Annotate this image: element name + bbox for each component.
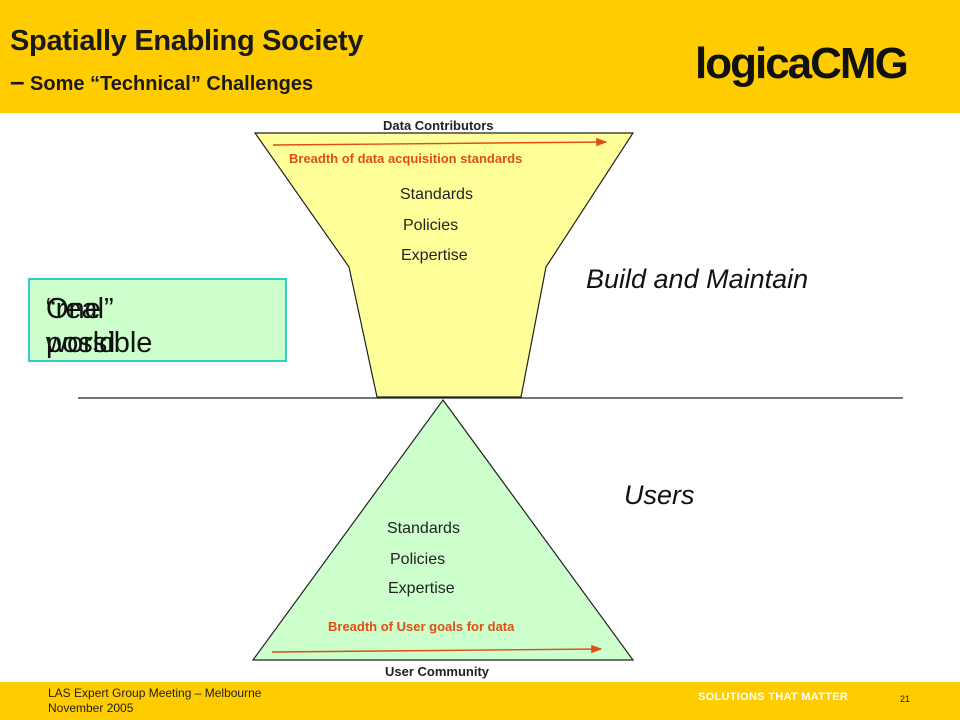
funnel-expertise: Expertise [401, 247, 468, 264]
logo-text: logicaCMG [695, 39, 907, 88]
note-line-2: “real” world [46, 293, 116, 359]
user-goals-arrow-label: Breadth of User goals for data [328, 619, 515, 634]
triangle-standards: Standards [387, 520, 460, 537]
footer-line-1: LAS Expert Group Meeting – Melbourne [48, 686, 262, 700]
user-community-label: User Community [385, 664, 490, 679]
funnel-shape [253, 132, 635, 398]
funnel-standards: Standards [400, 186, 473, 203]
triangle-policies: Policies [390, 551, 446, 568]
bottom-arrow [271, 644, 603, 654]
logicacmg-logo: logicaCMG [695, 39, 909, 88]
footer-bar: LAS Expert Group Meeting – Melbourne Nov… [0, 682, 960, 720]
funnel-policies: Policies [403, 217, 459, 234]
triangle-expertise: Expertise [388, 580, 455, 597]
footer-meeting-info: LAS Expert Group Meeting – Melbourne Nov… [48, 686, 261, 716]
note-line-1: One possible [46, 293, 153, 359]
user-triangle [251, 398, 635, 661]
users-label: Users [624, 480, 695, 510]
page-number: 21 [900, 694, 911, 704]
slide-subtitle: – Some “Technical” Challenges [10, 66, 313, 97]
build-maintain-label: Build and Maintain [586, 264, 809, 294]
top-arrow [272, 137, 608, 147]
subtitle-text: Some “Technical” Challenges [30, 73, 314, 95]
footer-line-2: November 2005 [48, 701, 134, 715]
header-bar: Spatially Enabling Society – Some “Techn… [0, 0, 960, 113]
data-contributors-label: Data Contributors [383, 118, 494, 133]
slide-title: Spatially Enabling Society [10, 25, 364, 57]
subtitle-dash: – [10, 66, 25, 96]
acquisition-arrow-label: Breadth of data acquisition standards [289, 151, 523, 166]
real-world-note: One possible“real” world [28, 278, 287, 362]
footer-tagline: SOLUTIONS THAT MATTER [698, 691, 849, 703]
